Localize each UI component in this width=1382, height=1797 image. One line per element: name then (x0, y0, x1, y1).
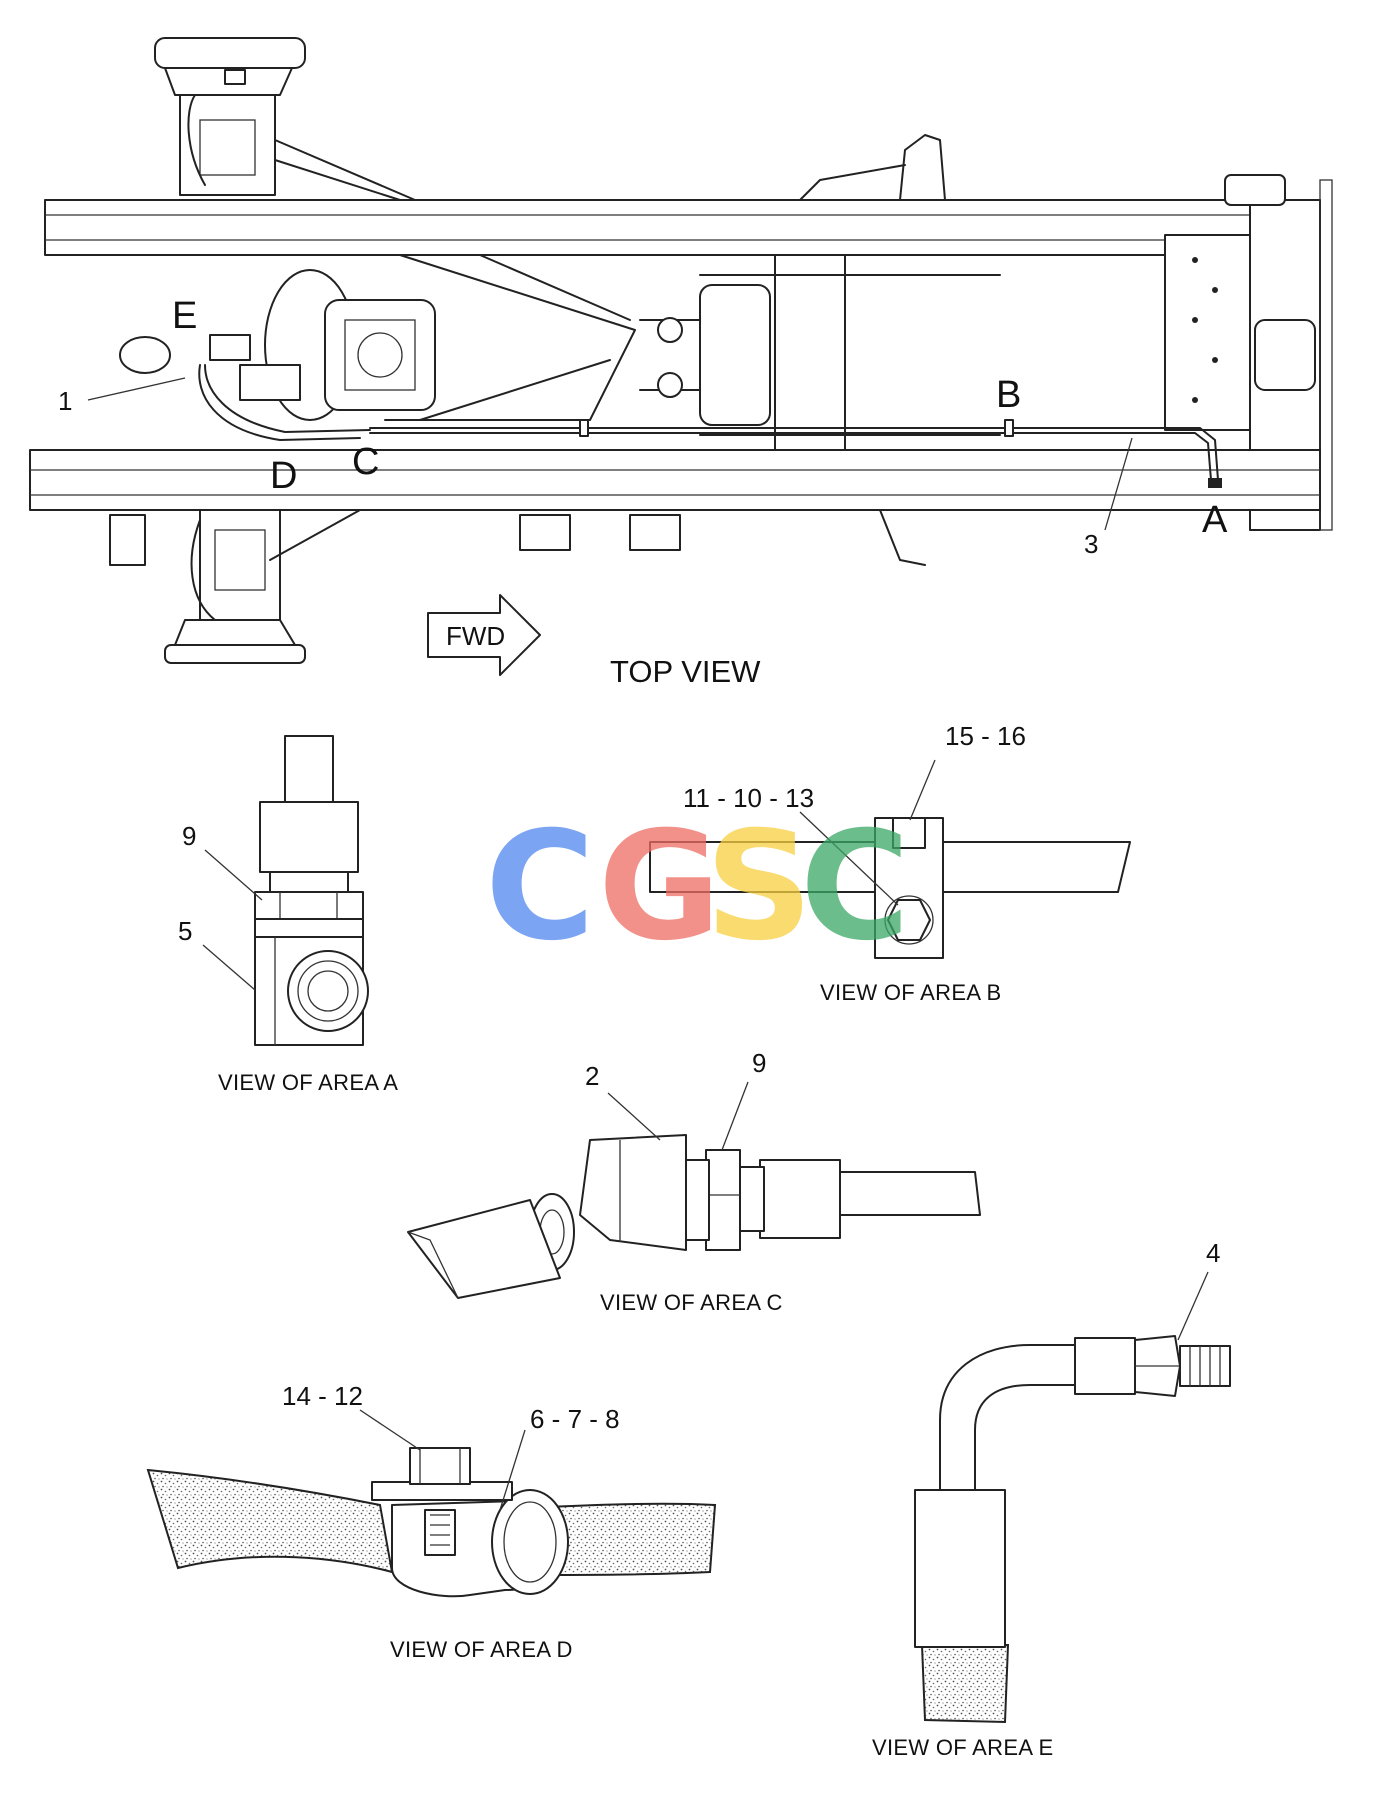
callout-4: 4 (1206, 1238, 1220, 1268)
hose-e-to-d (198, 364, 361, 441)
area-letter-d: D (270, 455, 297, 497)
differential-assembly (119, 269, 436, 421)
view-area-a: 9 5 VIEW OF AREA A (178, 735, 398, 1095)
watermark-letter-g: G (598, 800, 721, 974)
view-e-caption: VIEW OF AREA E (872, 1735, 1053, 1760)
watermark-letter-s: S (705, 800, 813, 974)
view-area-d: 14 - 12 6 - 7 - 8 VIEW OF AREA D (146, 1381, 717, 1662)
callout-15-16: 15 - 16 (945, 721, 1026, 751)
area-letter-e: E (172, 295, 197, 337)
area-letter-b: B (996, 374, 1021, 416)
callout-9-area-c: 9 (752, 1048, 766, 1078)
view-b-caption: VIEW OF AREA B (820, 980, 1001, 1005)
cgsc-watermark: C G S C (485, 800, 910, 974)
view-c-caption: VIEW OF AREA C (600, 1290, 783, 1315)
frame-upper-rail (44, 199, 1321, 256)
callout-14-12: 14 - 12 (282, 1381, 363, 1411)
brake-line (369, 427, 1219, 481)
view-area-e: 4 VIEW OF AREA E (872, 1238, 1231, 1760)
callout-3: 3 (1084, 529, 1098, 559)
leader-3 (1104, 437, 1133, 531)
view-a-caption: VIEW OF AREA A (218, 1070, 398, 1095)
leader-1 (87, 377, 186, 401)
watermark-letter-c2: C (800, 800, 910, 974)
lower-bracket (519, 514, 571, 551)
top-view-title: TOP VIEW (610, 654, 761, 689)
upper-mount-bracket (899, 134, 946, 201)
view-area-c: 2 9 VIEW OF AREA C (407, 1048, 981, 1315)
frame-lower-rail (29, 449, 1321, 511)
lower-wheel-hub (109, 509, 306, 664)
view-area-b: 15 - 16 11 - 10 - 13 VIEW OF AREA B (649, 721, 1131, 1005)
callout-6-7-8: 6 - 7 - 8 (530, 1404, 620, 1434)
cross-member (639, 254, 1001, 456)
forward-arrow: FWD (427, 594, 541, 676)
callout-5-area-a: 5 (178, 916, 192, 946)
view-d-caption: VIEW OF AREA D (390, 1637, 573, 1662)
top-view-drawing: FWD TOP VIEW E D C B A 1 3 (29, 37, 1333, 689)
fwd-label: FWD (446, 621, 505, 651)
watermark-letter-c1: C (485, 800, 595, 974)
callout-11-10-13: 11 - 10 - 13 (683, 783, 814, 813)
callout-2: 2 (585, 1061, 599, 1091)
upper-wheel-hub (154, 37, 306, 196)
callout-1: 1 (58, 386, 72, 416)
area-letter-c: C (352, 441, 379, 483)
callout-9-area-a: 9 (182, 821, 196, 851)
area-letter-a: A (1202, 499, 1228, 541)
